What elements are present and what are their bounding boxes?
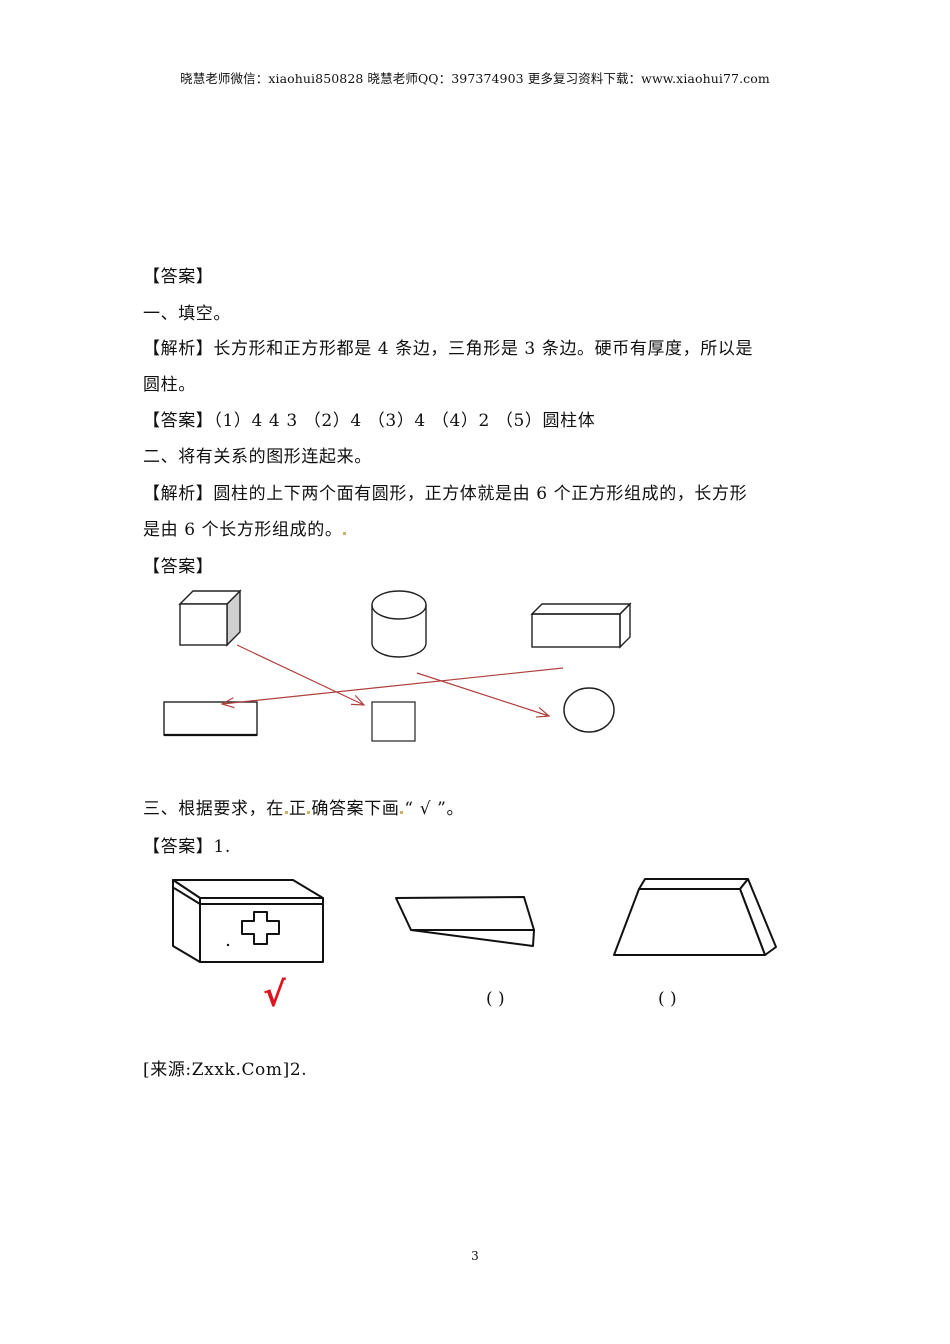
- section-3-title-part-1: 三、根据要求，在: [143, 799, 284, 819]
- medicine-box-figure: [172, 879, 324, 963]
- square-figure: [371, 701, 416, 742]
- cube-figure: [178, 589, 242, 647]
- section-3-title-part-4: “ √ ”。: [404, 799, 465, 819]
- section-3-title-part-2: 正: [288, 799, 307, 819]
- section-3-title: 三、根据要求，在正确答案下画“ √ ”。: [143, 794, 464, 819]
- annotation-dot: [400, 811, 404, 814]
- section-3-answer-1: 【答案】1.: [143, 837, 231, 857]
- page-number: 3: [471, 1249, 479, 1263]
- answer-heading-2: 【答案】: [143, 557, 214, 577]
- section-2-analysis-line-2: 是由 6 个长方形组成的。: [143, 515, 347, 540]
- section-2-title: 二、将有关系的图形连起来。: [143, 447, 372, 467]
- wedge-figure: [395, 896, 535, 947]
- answer-blank-option-2: ( ): [486, 989, 505, 1009]
- rectangle-figure: [163, 701, 258, 736]
- page-header: 晓慧老师微信：xiaohui850828 晓慧老师QQ：397374903 更多…: [180, 71, 770, 86]
- annotation-dot: [343, 532, 347, 535]
- answer-blank-option-3: ( ): [658, 989, 677, 1009]
- cuboid-figure: [530, 602, 632, 649]
- section-1-analysis-line-1: 【解析】长方形和正方形都是 4 条边，三角形是 3 条边。硬币有厚度，所以是: [143, 339, 754, 359]
- circle-figure: [563, 687, 615, 733]
- source-line: [来源:Zxxk.Com]2.: [143, 1060, 308, 1080]
- section-2-analysis-text: 是由 6 个长方形组成的。: [143, 520, 343, 540]
- section-3-title-part-3: 确答案下画: [311, 799, 400, 819]
- section-1-analysis-line-2: 圆柱。: [143, 375, 196, 395]
- check-mark-answer: √: [263, 975, 286, 1015]
- trapezoid-prism-figure: [613, 878, 777, 956]
- section-2-analysis-line-1: 【解析】圆柱的上下两个面有圆形，正方体就是由 6 个正方形组成的，长方形: [143, 484, 748, 504]
- cylinder-figure: [371, 590, 427, 658]
- section-1-answer: 【答案】（1）4 4 3 （2）4 （3）4 （4）2 （5）圆柱体: [143, 411, 596, 431]
- answer-heading: 【答案】: [143, 267, 214, 287]
- connection-cylinder-circle: [416, 672, 549, 716]
- section-1-title: 一、填空。: [143, 304, 231, 324]
- annotation-dot: [284, 811, 288, 814]
- connection-cube-square: [236, 644, 364, 705]
- connection-cuboid-rectangle: [222, 667, 564, 704]
- annotation-dot: [307, 811, 311, 814]
